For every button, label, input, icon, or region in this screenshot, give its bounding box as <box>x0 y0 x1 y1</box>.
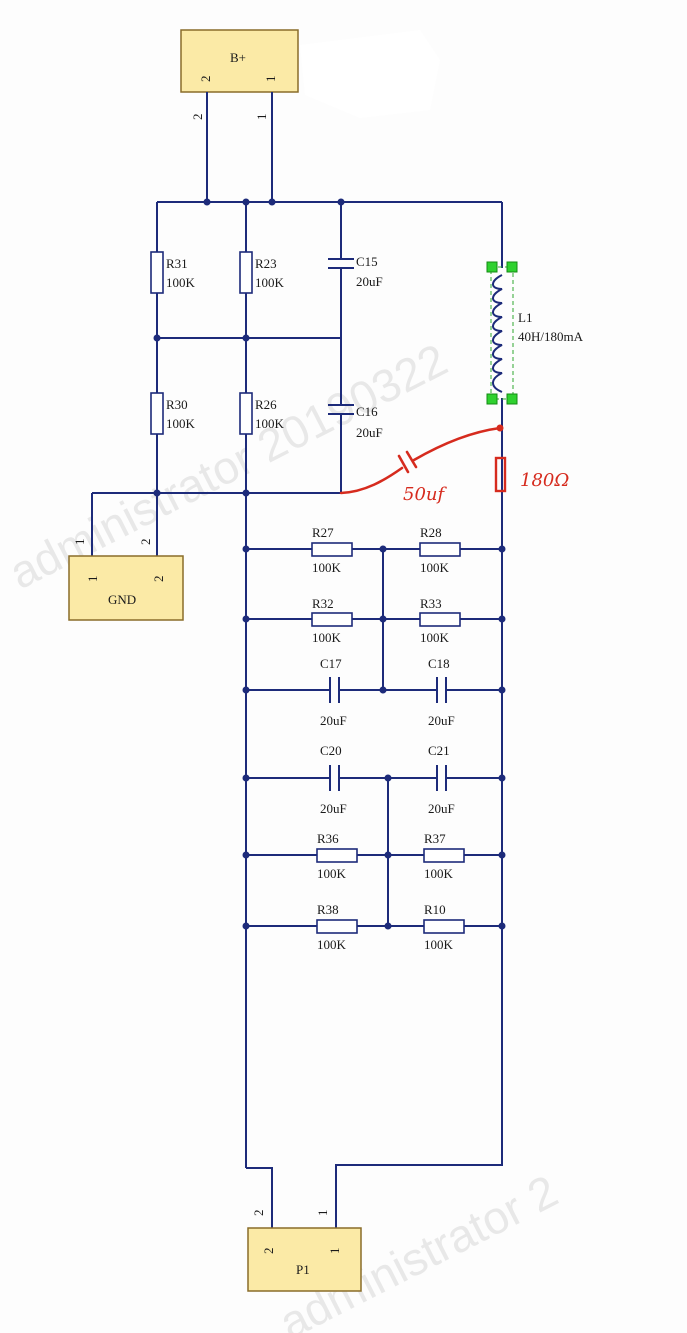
resistor-r23[interactable]: R23 100K <box>239 251 285 294</box>
gnd-inner-pin-1: 1 <box>85 576 100 583</box>
watermark: administrator 20190322 administrator 2 <box>1 333 566 1333</box>
c21-value: 20uF <box>428 801 455 816</box>
l1-handle-bl[interactable] <box>486 393 498 405</box>
r38-value: 100K <box>317 937 347 952</box>
resistor-r32[interactable]: R32 100K <box>311 596 353 645</box>
resistor-r27[interactable]: R27 100K <box>311 525 353 575</box>
p1-left-lead <box>246 1167 273 1228</box>
c15-value: 20uF <box>356 274 383 289</box>
p1-inner-pin-2: 2 <box>261 1248 276 1255</box>
r26-value: 100K <box>255 416 285 431</box>
r10-ref: R10 <box>424 902 446 917</box>
bplus-inner-pin-2: 2 <box>198 76 213 83</box>
hand-res-note: 180Ω <box>520 470 569 491</box>
r27-value: 100K <box>312 560 342 575</box>
r28-value: 100K <box>420 560 450 575</box>
gnd-outer-pin-2: 2 <box>138 539 153 546</box>
capacitor-c21[interactable]: C21 20uF <box>428 743 455 816</box>
r36-value: 100K <box>317 866 347 881</box>
gnd-outer-pin-1: 1 <box>72 539 87 546</box>
connector-bplus[interactable]: B+ 2 1 2 1 <box>180 29 299 121</box>
c15-ref: C15 <box>356 254 378 269</box>
c18-ref: C18 <box>428 656 450 671</box>
hand-wire-right <box>412 426 502 462</box>
capacitor-c15[interactable]: C15 20uF <box>328 254 383 289</box>
handwritten-annotation: 50uf 180Ω <box>339 424 569 505</box>
connector-bplus-label: B+ <box>230 50 246 65</box>
r30-ref: R30 <box>166 397 188 412</box>
bplus-outer-pin-2: 2 <box>190 114 205 121</box>
r36-ref: R36 <box>317 831 339 846</box>
resistor-r33[interactable]: R33 100K <box>419 596 461 645</box>
r27-ref: R27 <box>312 525 334 540</box>
r32-ref: R32 <box>312 596 334 611</box>
resistor-r28[interactable]: R28 100K <box>419 525 461 575</box>
inductor-l1[interactable]: L1 40H/180mA <box>486 261 584 405</box>
r37-value: 100K <box>424 866 454 881</box>
connector-gnd[interactable]: GND 1 2 1 2 <box>68 539 184 621</box>
p1-outer-pin-2: 2 <box>251 1210 266 1217</box>
junction-dots <box>153 198 506 930</box>
r31-ref: R31 <box>166 256 188 271</box>
connector-p1-label: P1 <box>296 1262 310 1277</box>
bplus-outer-pin-1: 1 <box>254 114 269 121</box>
r33-value: 100K <box>420 630 450 645</box>
whiteout-blot <box>300 30 440 118</box>
hand-wire-left <box>339 466 404 495</box>
l1-handle-tl[interactable] <box>486 261 498 273</box>
connector-p1[interactable]: P1 2 1 2 1 <box>247 1210 362 1292</box>
bplus-leads <box>206 92 273 202</box>
hand-capacitor-symbol <box>397 450 418 474</box>
resistor-r10[interactable]: R10 100K <box>423 902 465 952</box>
p1-outer-pin-1: 1 <box>315 1210 330 1217</box>
c20-ref: C20 <box>320 743 342 758</box>
r37-ref: R37 <box>424 831 446 846</box>
capacitor-c17[interactable]: C17 20uF <box>320 656 347 728</box>
c18-value: 20uF <box>428 713 455 728</box>
c16-ref: C16 <box>356 404 378 419</box>
r32-value: 100K <box>312 630 342 645</box>
r10-value: 100K <box>424 937 454 952</box>
resistor-r26[interactable]: R26 100K <box>239 392 285 435</box>
c17-ref: C17 <box>320 656 342 671</box>
c16-value: 20uF <box>356 425 383 440</box>
r26-ref: R26 <box>255 397 277 412</box>
capacitor-c20[interactable]: C20 20uF <box>320 743 347 816</box>
hand-resistor-symbol <box>494 456 507 493</box>
l1-handle-tr[interactable] <box>506 261 518 273</box>
hand-junction <box>496 424 504 432</box>
r30-value: 100K <box>166 416 196 431</box>
r23-ref: R23 <box>255 256 277 271</box>
l1-handle-br[interactable] <box>506 393 518 405</box>
c20-value: 20uF <box>320 801 347 816</box>
c21-ref: C21 <box>428 743 450 758</box>
hand-cap-note: 50uf <box>403 484 447 505</box>
l1-value: 40H/180mA <box>518 329 584 344</box>
r23-value: 100K <box>255 275 285 290</box>
c17-value: 20uF <box>320 713 347 728</box>
capacitor-c18[interactable]: C18 20uF <box>428 656 455 728</box>
connector-gnd-label: GND <box>108 592 136 607</box>
resistor-r36[interactable]: R36 100K <box>316 831 358 881</box>
gnd-leads <box>91 493 158 556</box>
gnd-inner-pin-2: 2 <box>151 576 166 583</box>
resistor-r31[interactable]: R31 100K <box>150 251 196 294</box>
resistor-r37[interactable]: R37 100K <box>423 831 465 881</box>
resistor-r38[interactable]: R38 100K <box>316 902 358 952</box>
r31-value: 100K <box>166 275 196 290</box>
p1-inner-pin-1: 1 <box>327 1248 342 1255</box>
capacitor-c16[interactable]: C16 20uF <box>328 404 383 440</box>
resistor-r30[interactable]: R30 100K <box>150 392 196 435</box>
r33-ref: R33 <box>420 596 442 611</box>
r28-ref: R28 <box>420 525 442 540</box>
bplus-inner-pin-1: 1 <box>263 76 278 83</box>
l1-ref: L1 <box>518 310 532 325</box>
r38-ref: R38 <box>317 902 339 917</box>
